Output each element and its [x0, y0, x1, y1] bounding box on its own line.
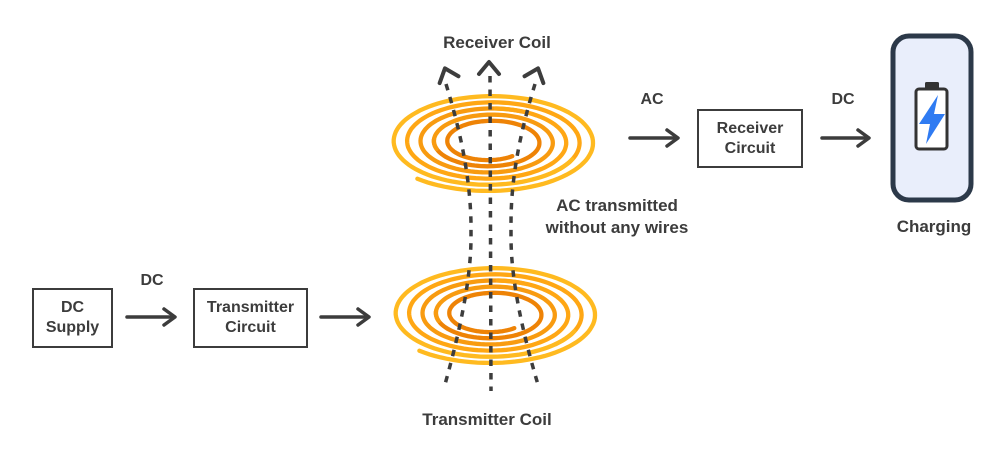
coil-turn: [418, 106, 555, 175]
arrow-transmitter-to-coil: [319, 307, 371, 327]
transmitter-circuit-box: Transmitter Circuit: [193, 288, 308, 348]
magnetic-field-lines: [437, 60, 546, 392]
transmitter-circuit-line2: Circuit: [225, 319, 276, 336]
wireless-note-line2: without any wires: [545, 218, 689, 238]
flow-arrows: [125, 128, 871, 327]
charging-label: Charging: [896, 217, 972, 236]
field-arrowhead-right-icon: [522, 66, 546, 86]
coil-turn: [406, 272, 584, 353]
field-line-right: [509, 83, 541, 389]
arrow-coil-to-receiver-circuit: [628, 128, 680, 148]
coil-turn: [391, 94, 596, 194]
battery-icon: [914, 82, 949, 151]
phone-icon: [890, 33, 974, 203]
arrow-dc-supply-to-transmitter: [125, 307, 177, 327]
wireless-note: AC transmitted without any wires: [528, 195, 706, 239]
receiver-coil-label: Receiver Coil: [443, 33, 551, 52]
transmitter-coil-spiral: [393, 266, 598, 366]
ac-output-label: AC: [640, 91, 664, 108]
coil-turn: [393, 266, 598, 366]
receiver-circuit-line1: Receiver: [716, 119, 784, 137]
field-arrowhead-center-icon: [477, 60, 501, 76]
dc-output-label: DC: [831, 91, 855, 108]
field-arrowhead-left-icon: [437, 66, 461, 86]
field-line-left: [442, 83, 473, 389]
dc-supply-line1: DC: [60, 299, 85, 316]
coil-turn: [404, 100, 582, 181]
coil-turn: [431, 118, 542, 169]
coil-turn: [420, 278, 557, 347]
coil-turn: [433, 290, 544, 341]
transmitter-coil-label: Transmitter Coil: [422, 410, 552, 429]
transmitter-circuit-line1: Transmitter: [206, 299, 295, 316]
lightning-bolt-icon: [919, 95, 945, 144]
receiver-circuit-line2: Circuit: [724, 139, 776, 157]
field-line-center: [488, 75, 493, 392]
receiver-coil-spiral: [391, 94, 596, 194]
receiver-circuit-box: Receiver Circuit: [697, 109, 803, 168]
dc-supply-box: DC Supply: [32, 288, 113, 348]
dc-supply-line2: Supply: [45, 319, 100, 336]
dc-input-label: DC: [140, 272, 164, 289]
arrow-receiver-circuit-to-phone: [820, 128, 871, 148]
wireless-note-line1: AC transmitted: [556, 196, 678, 215]
